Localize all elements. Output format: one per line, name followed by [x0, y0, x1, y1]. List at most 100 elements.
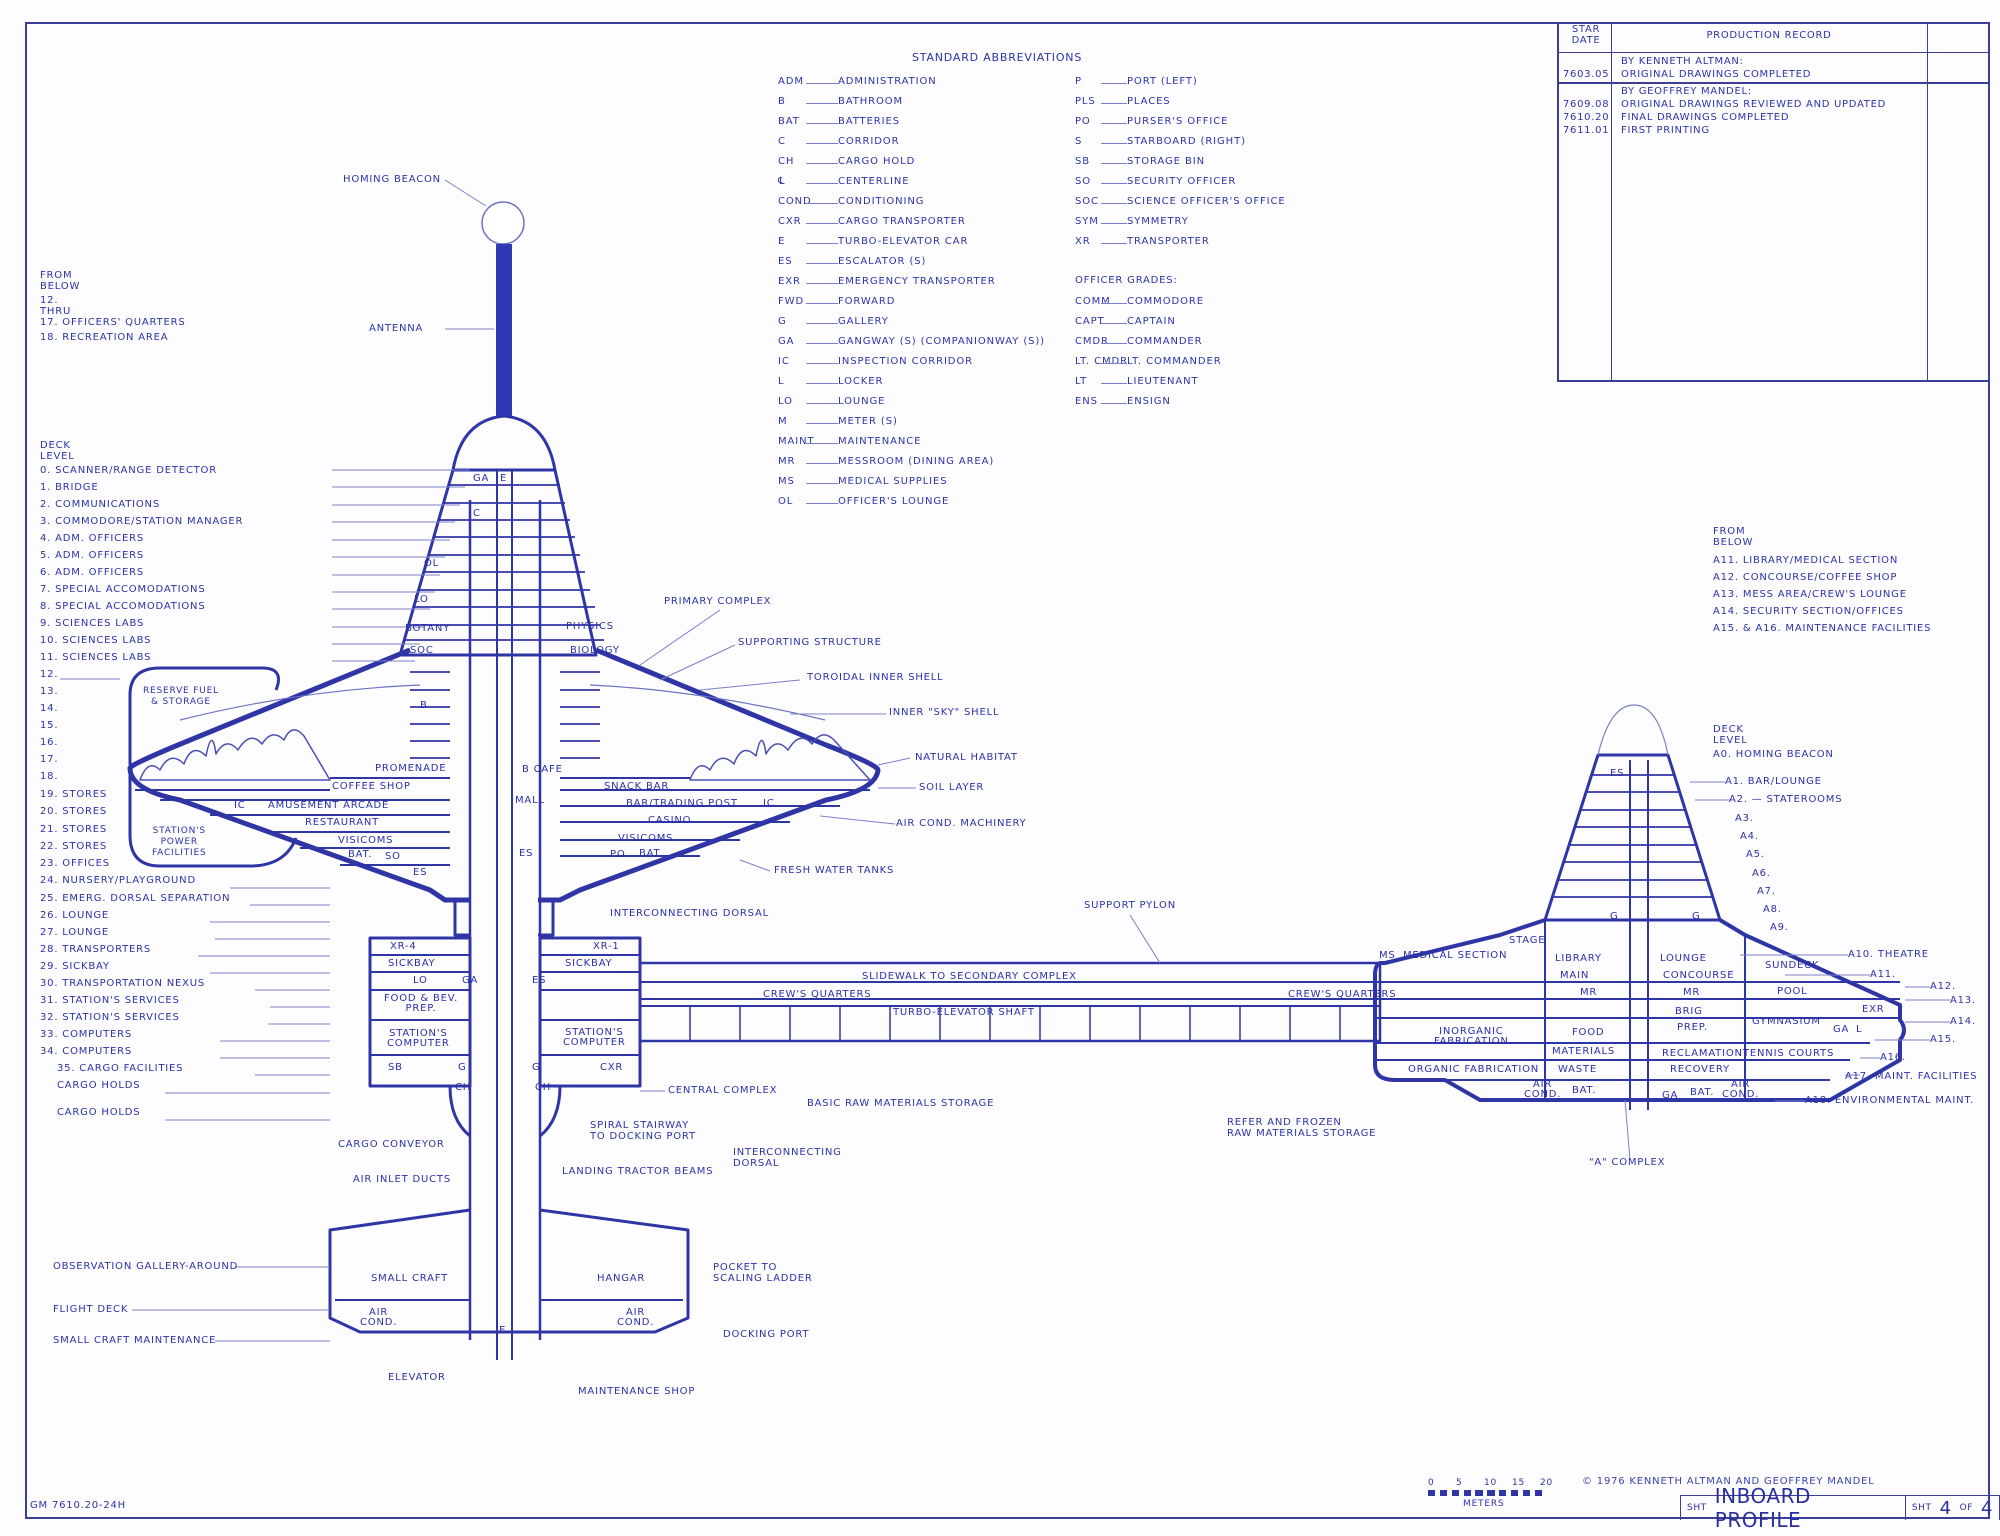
abbreviation-meaning: ESCALATOR (S) [838, 255, 927, 267]
small-craft-label: SMALL CRAFT [371, 1273, 448, 1284]
snack-bar-label: SNACK BAR [604, 781, 670, 792]
abbreviation-meaning: FORWARD [838, 295, 896, 307]
library-label: LIBRARY [1555, 953, 1602, 964]
sheet-number-cell: SHT 4 OF 4 [1906, 1496, 1999, 1520]
sheet-total: 4 [1981, 1497, 1993, 1519]
deck-level-item: 20. STORES [40, 806, 108, 817]
refer-frozen-callout: REFER AND FROZEN RAW MATERIALS STORAGE [1227, 1117, 1376, 1139]
abbreviation-meaning: OFFICER'S LOUNGE [838, 495, 950, 507]
label-line: AIR [626, 1307, 646, 1318]
scale-tick-label: 10 [1484, 1478, 1498, 1488]
abbreviation-meaning: SCIENCE OFFICER'S OFFICE [1127, 195, 1286, 207]
label-line: COMPUTER [563, 1037, 626, 1048]
deck-level-item: 4. ADM. OFFICERS [40, 533, 144, 544]
abbreviation-key: COND [778, 196, 838, 207]
abbreviation-key: GA [778, 336, 838, 347]
abbreviation-key: COMM [1075, 296, 1127, 307]
a-gallery-right-label: G [1692, 911, 1701, 922]
a-gallery-left-label: G [1610, 911, 1619, 922]
sheet-number: 4 [1939, 1497, 1952, 1519]
abbreviation-meaning: STARBOARD (RIGHT) [1127, 135, 1246, 147]
sheet-title-cell: SHT INBOARD PROFILE [1681, 1484, 1906, 1532]
a-deck-item: A7. [1757, 886, 1776, 897]
sheet-of: OF [1959, 1503, 1974, 1513]
label-line: PREP. [405, 1003, 437, 1014]
label-line: STATION'S [565, 1027, 624, 1038]
record-date: 7609.08 [1563, 99, 1610, 110]
abbreviation-key: P [1075, 76, 1127, 87]
deck-level-item: 2. COMMUNICATIONS [40, 499, 160, 510]
col-production-record: PRODUCTION RECORD [1706, 30, 1832, 41]
abbreviation-meaning: LIEUTENANT [1127, 375, 1199, 387]
label-line: FOOD & BEV. [384, 993, 459, 1004]
scale-unit: METERS [1463, 1499, 1505, 1509]
basic-raw-materials-callout: BASIC RAW MATERIALS STORAGE [807, 1098, 995, 1109]
drawing-code: GM 7610.20-24H [30, 1500, 126, 1511]
label-line: AIR [369, 1307, 389, 1318]
scale-segments [1428, 1490, 1542, 1496]
abbreviation-meaning: MAINTENANCE [838, 435, 922, 447]
abbreviation-meaning: MESSROOM (DINING AREA) [838, 455, 995, 467]
abbreviation-meaning: GANGWAY (S) (COMPANIONWAY (S)) [838, 335, 1045, 347]
air-cond-machinery-callout: AIR COND. MACHINERY [896, 818, 1027, 829]
deck-level-item: 8. SPECIAL ACCOMODATIONS [40, 601, 206, 612]
cargo-hold-left-label: CH [455, 1082, 472, 1093]
abbreviation-meaning: CENTERLINE [838, 175, 910, 187]
abbreviation-key: LO [778, 396, 838, 407]
abbreviation-meaning: MEDICAL SUPPLIES [838, 475, 948, 487]
abbreviation-key: SO [1075, 176, 1127, 187]
abbreviation-key: PO [1075, 116, 1127, 127]
production-record: STAR DATE PRODUCTION RECORD BY KENNETH A… [1557, 22, 1990, 382]
storage-bin-label: SB [388, 1062, 403, 1073]
inner-sky-shell-callout: INNER "SKY" SHELL [889, 707, 1000, 718]
abbreviation-meaning: CAPTAIN [1127, 315, 1176, 327]
callout-line: TO DOCKING PORT [590, 1131, 696, 1142]
deck-level-item: 31. STATION'S SERVICES [40, 995, 180, 1006]
abbreviation-key: OL [778, 496, 838, 507]
a-ga-label: GA [1662, 1090, 1679, 1101]
flight-deck-label: FLIGHT DECK [53, 1304, 129, 1315]
record-text: ORIGINAL DRAWINGS REVIEWED AND UPDATED [1621, 99, 1886, 110]
abbreviation-key: CXR [778, 216, 838, 227]
reserve-fuel-pod [128, 666, 280, 765]
observation-gallery-label: OBSERVATION GALLERY-AROUND [53, 1261, 239, 1272]
a-deck-item-lower: A14. [1950, 1016, 1976, 1027]
abbreviation-meaning: PORT (LEFT) [1127, 75, 1198, 87]
torus-right [538, 647, 881, 903]
note-line: A13. MESS AREA/CREW'S LOUNGE [1713, 589, 1907, 600]
natural-habitat-right [689, 734, 871, 781]
label-line: COND. [1722, 1089, 1760, 1100]
deck-level-item: 7. SPECIAL ACCOMODATIONS [40, 584, 206, 595]
deck-level-item: 22. STORES [40, 841, 108, 852]
brig-label: BRIG [1675, 1006, 1703, 1017]
hangar-label: HANGAR [597, 1273, 646, 1284]
deck-level-item: CARGO HOLDS [57, 1080, 141, 1091]
note-line: FROM [40, 270, 73, 281]
abbreviation-key: LT. CMDR [1075, 355, 1128, 367]
bat-right-label: BAT [639, 848, 661, 859]
scale-tick-label: 20 [1540, 1478, 1554, 1488]
record-text: BY KENNETH ALTMAN: [1621, 56, 1744, 67]
abbreviation-key: ES [778, 256, 838, 267]
bat-left-label: BAT. [348, 849, 373, 860]
a-deck-item-lower: A10. THEATRE [1848, 949, 1929, 960]
docking-port-callout: DOCKING PORT [723, 1329, 810, 1340]
soil-layer-callout: SOIL LAYER [919, 782, 985, 793]
deck-level-item: 3. COMMODORE/STATION MANAGER [40, 516, 244, 527]
ic-right-label: IC [763, 798, 775, 809]
xr1-label: XR-1 [593, 941, 620, 952]
medical-supplies-label: MS [1379, 950, 1396, 961]
deck-level-item: 11. SCIENCES LABS [40, 652, 152, 663]
abbreviation-meaning: PURSER'S OFFICE [1127, 115, 1229, 127]
deck-level-item: 6. ADM. OFFICERS [40, 567, 144, 578]
record-text: FIRST PRINTING [1621, 125, 1710, 136]
po-label: PO [610, 849, 626, 860]
natural-habitat-callout: NATURAL HABITAT [915, 752, 1018, 763]
